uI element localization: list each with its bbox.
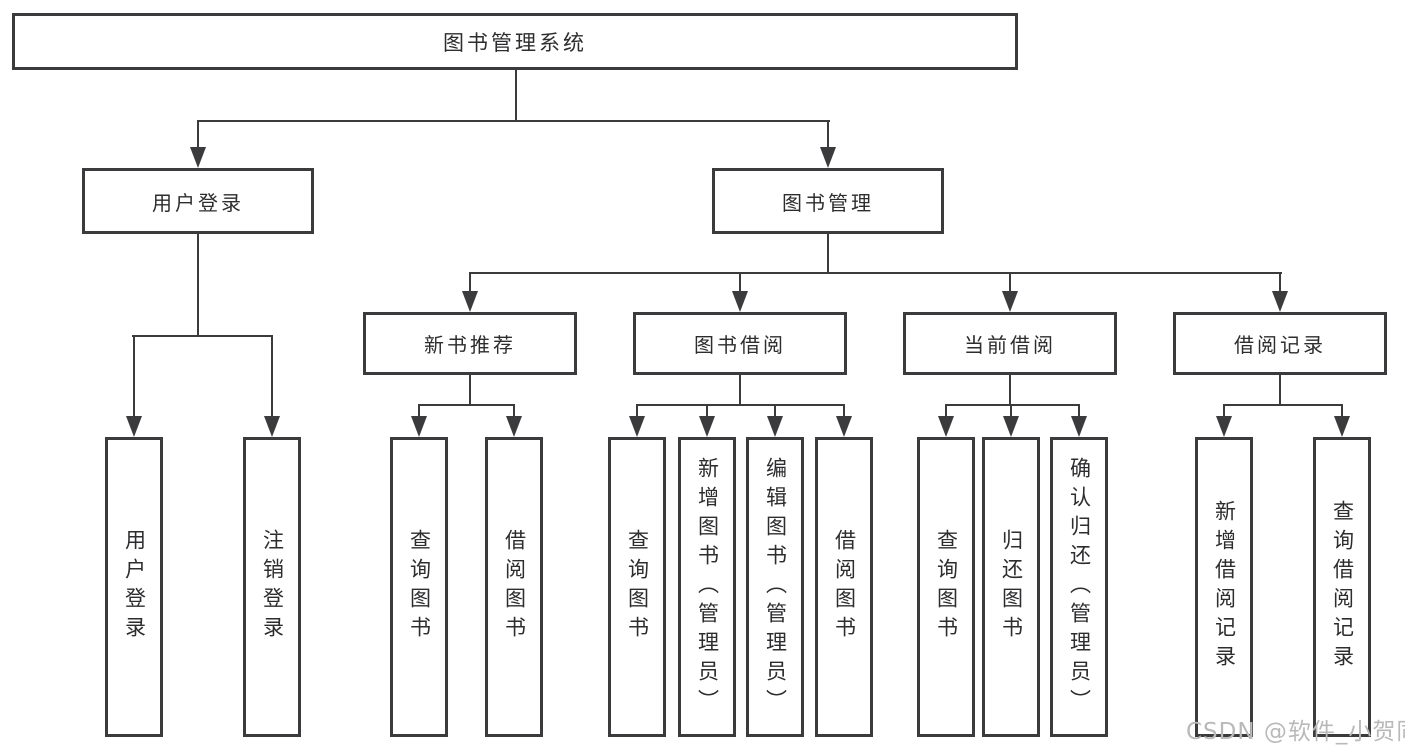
leaf-return-books: 归还图书 xyxy=(982,437,1040,737)
arrowhead-groupC-leaf3 xyxy=(1071,416,1087,437)
connector-groupB-leaf4 xyxy=(843,404,845,418)
connector-to-borrowing-records xyxy=(1279,272,1281,292)
connector-groupD-stem xyxy=(1279,375,1281,406)
connector-groupB-leaf2 xyxy=(706,404,708,418)
connector-groupA-stem xyxy=(469,375,471,406)
leaf-query-books-recommend-label: 查询图书 xyxy=(407,529,432,645)
arrowhead-groupC-leaf1 xyxy=(938,416,954,437)
arrowhead-book-management xyxy=(820,147,836,168)
connector-groupC-rail xyxy=(945,404,1080,406)
arrowhead-current-borrowing xyxy=(1002,291,1018,312)
connector-user-login-rail xyxy=(132,335,273,337)
connector-groupD-rail xyxy=(1223,404,1343,406)
connector-groupC-leaf1 xyxy=(945,404,947,418)
connector-groupA-leaf2 xyxy=(513,404,515,418)
node-user-login: 用户登录 xyxy=(82,168,314,234)
leaf-add-book-admin-label: 新增图书（管理员） xyxy=(695,456,720,718)
arrowhead-groupC-leaf2 xyxy=(1003,416,1019,437)
connector-root-rail xyxy=(197,120,830,122)
leaf-return-books-label: 归还图书 xyxy=(999,529,1024,645)
leaf-query-borrow-record-label: 查询借阅记录 xyxy=(1330,500,1355,674)
connector-to-new-book-recommend xyxy=(469,272,471,292)
node-borrowing-records: 借阅记录 xyxy=(1173,312,1387,375)
node-new-book-recommend: 新书推荐 xyxy=(363,312,577,375)
connector-groupC-leaf2 xyxy=(1010,404,1012,418)
node-book-management: 图书管理 xyxy=(712,168,944,234)
arrowhead-groupD-leaf2 xyxy=(1334,416,1350,437)
leaf-edit-book-admin-label: 编辑图书（管理员） xyxy=(763,456,788,718)
leaf-add-borrow-record: 新增借阅记录 xyxy=(1195,437,1253,737)
connector-groupC-stem xyxy=(1009,375,1011,406)
arrowhead-new-book-recommend xyxy=(462,291,478,312)
connector-to-book-borrowing xyxy=(739,272,741,292)
arrowhead-groupB-leaf4 xyxy=(836,416,852,437)
connector-groupB-leaf1 xyxy=(636,404,638,418)
leaf-borrow-books-recommend: 借阅图书 xyxy=(485,437,543,737)
connector-groupC-leaf3 xyxy=(1078,404,1080,418)
connector-groupB-leaf3 xyxy=(774,404,776,418)
connector-groupD-leaf1 xyxy=(1223,404,1225,418)
leaf-user-login-label: 用户登录 xyxy=(122,529,147,645)
leaf-confirm-return-admin-label: 确认归还（管理员） xyxy=(1067,456,1092,718)
leaf-borrow-books-borrowing: 借阅图书 xyxy=(815,437,873,737)
connector-groupB-stem xyxy=(739,375,741,406)
leaf-query-books-borrowing: 查询图书 xyxy=(608,437,666,737)
connector-to-current-borrowing xyxy=(1009,272,1011,292)
csdn-watermark: CSDN @软件_小贺同学 xyxy=(1186,719,1405,745)
arrowhead-groupB-leaf1 xyxy=(629,416,645,437)
arrowhead-groupB-leaf2 xyxy=(699,416,715,437)
leaf-add-book-admin: 新增图书（管理员） xyxy=(678,437,736,737)
leaf-logout: 注销登录 xyxy=(243,437,301,737)
connector-to-book-management xyxy=(827,120,829,150)
leaf-user-login: 用户登录 xyxy=(105,437,163,737)
arrowhead-book-borrowing xyxy=(732,291,748,312)
connector-groupB-rail xyxy=(636,404,845,406)
arrowhead-user-login xyxy=(190,147,206,168)
node-current-borrowing: 当前借阅 xyxy=(903,312,1117,375)
leaf-confirm-return-admin: 确认归还（管理员） xyxy=(1050,437,1108,737)
leaf-add-borrow-record-label: 新增借阅记录 xyxy=(1212,500,1237,674)
leaf-logout-label: 注销登录 xyxy=(260,529,285,645)
connector-book-management-rail xyxy=(469,272,1282,274)
arrowhead-leaf-user-login xyxy=(126,416,142,437)
connector-groupA-rail xyxy=(418,404,515,406)
arrowhead-groupA-leaf2 xyxy=(506,416,522,437)
leaf-query-borrow-record: 查询借阅记录 xyxy=(1313,437,1371,737)
connector-to-leaf-logout xyxy=(271,335,273,417)
connector-groupD-leaf2 xyxy=(1341,404,1343,418)
arrowhead-borrowing-records xyxy=(1272,291,1288,312)
node-library-management-system: 图书管理系统 xyxy=(12,13,1018,70)
connector-root-stem xyxy=(515,69,517,121)
leaf-query-books-current: 查询图书 xyxy=(917,437,975,737)
leaf-query-books-borrowing-label: 查询图书 xyxy=(625,529,650,645)
arrowhead-groupD-leaf1 xyxy=(1216,416,1232,437)
arrowhead-leaf-logout xyxy=(264,416,280,437)
leaf-borrow-books-recommend-label: 借阅图书 xyxy=(502,529,527,645)
connector-book-management-stem xyxy=(827,234,829,274)
arrowhead-groupA-leaf1 xyxy=(411,416,427,437)
connector-to-leaf-user-login xyxy=(133,335,135,417)
node-book-borrowing: 图书借阅 xyxy=(633,312,847,375)
leaf-edit-book-admin: 编辑图书（管理员） xyxy=(746,437,804,737)
connector-user-login-stem xyxy=(197,234,199,336)
arrowhead-groupB-leaf3 xyxy=(767,416,783,437)
connector-groupA-leaf1 xyxy=(418,404,420,418)
connector-to-user-login xyxy=(197,120,199,150)
leaf-query-books-recommend: 查询图书 xyxy=(390,437,448,737)
leaf-borrow-books-borrowing-label: 借阅图书 xyxy=(832,529,857,645)
leaf-query-books-current-label: 查询图书 xyxy=(934,529,959,645)
